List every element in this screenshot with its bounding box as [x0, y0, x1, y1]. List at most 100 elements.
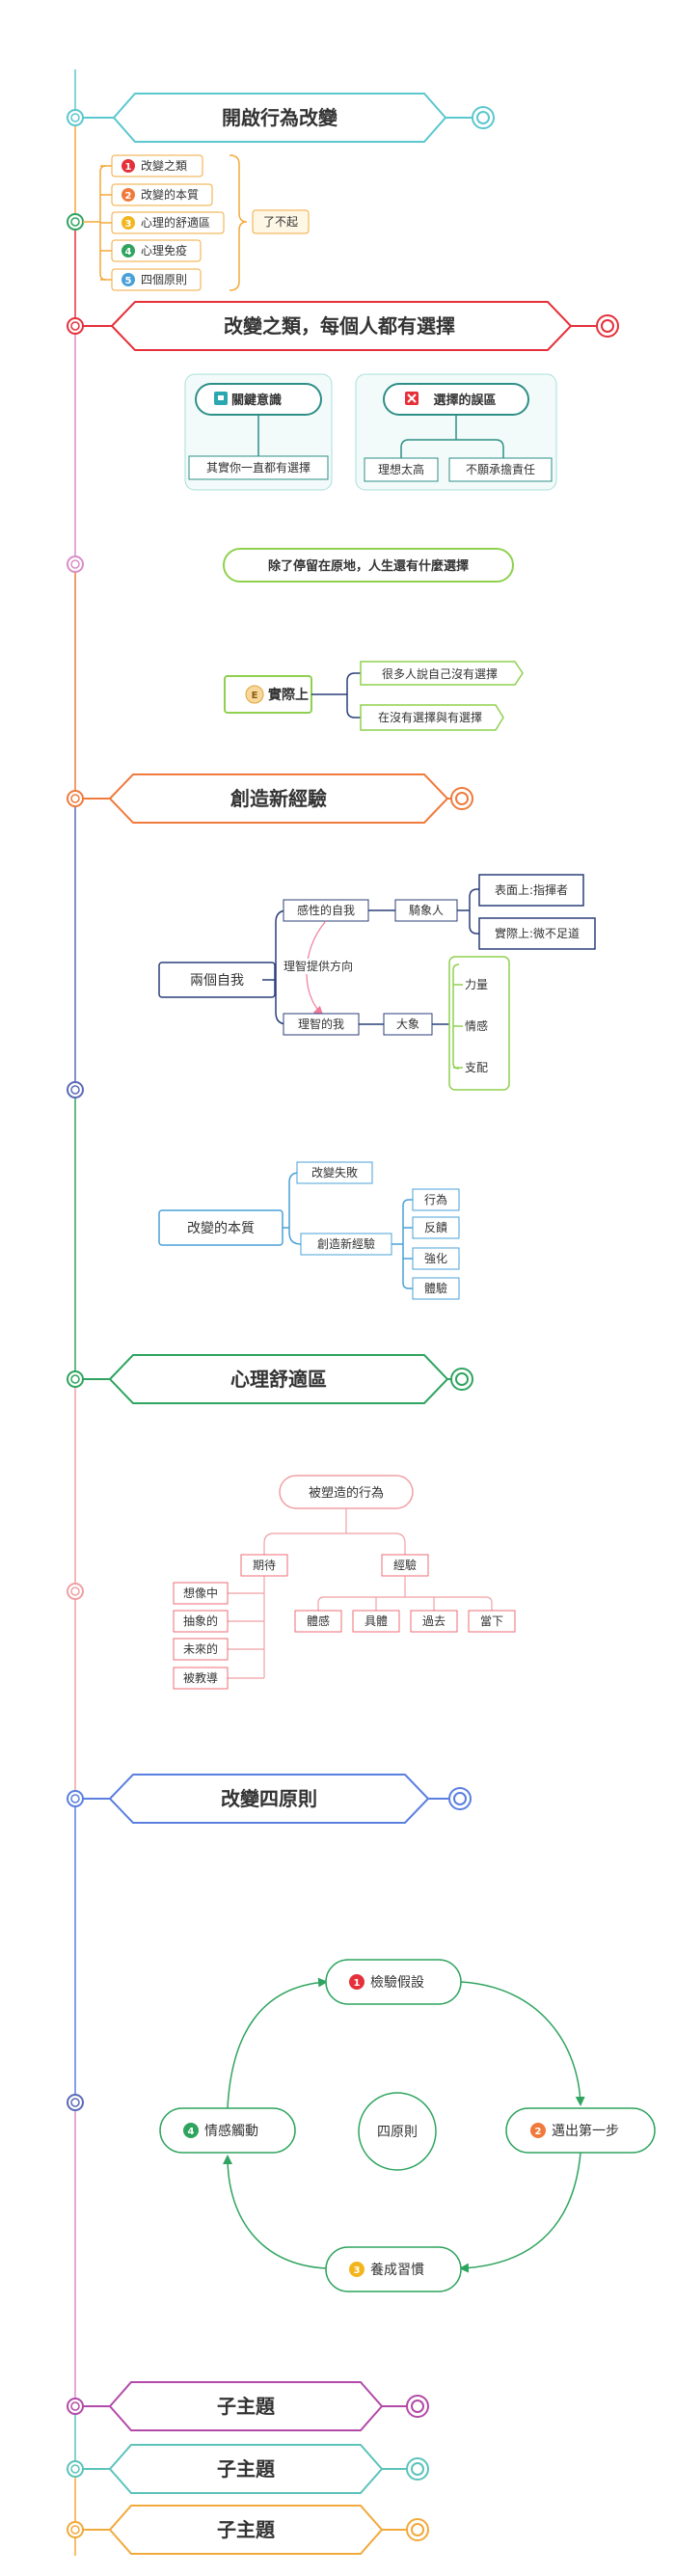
experience-sub[interactable]: 當下: [468, 1610, 516, 1633]
section-title-intro: 開啟行為改變: [222, 106, 338, 129]
svg-text:抽象的: 抽象的: [183, 1613, 218, 1628]
rational-self-node[interactable]: 理智的我: [283, 1013, 360, 1036]
timeline-dot: [67, 1370, 84, 1388]
create-new-sub[interactable]: 反饋: [412, 1216, 460, 1239]
expectation-node[interactable]: 期待: [240, 1554, 288, 1577]
section-header-comfort[interactable]: 心理舒適區: [83, 1354, 473, 1404]
number-1-icon: [122, 159, 135, 173]
section-title-choice: 改變之類，每個人都有選擇: [224, 314, 455, 338]
rider-node[interactable]: 騎象人: [394, 899, 458, 922]
number-2-icon: [122, 188, 135, 202]
key-awareness-sub: 其實你一直都有選擇: [206, 460, 310, 475]
expectation-sub[interactable]: 想像中: [173, 1582, 229, 1605]
number-4-icon: [183, 2123, 199, 2138]
svg-text:在沒有選擇與有選擇: 在沒有選擇與有選擇: [378, 710, 482, 724]
rider-sub[interactable]: 實際上:微不足道: [478, 917, 596, 950]
svg-text:理智提供方向: 理智提供方向: [284, 959, 353, 973]
elephant-subs: 力量 情感 支配: [448, 956, 510, 1091]
rider-sub[interactable]: 表面上:指揮者: [478, 874, 584, 907]
question-pill[interactable]: 除了停留在原地，人生還有什麼選擇: [223, 548, 514, 583]
svg-text:未來的: 未來的: [183, 1641, 218, 1656]
subtopic-header[interactable]: 子主題: [83, 2505, 429, 2555]
principle-step[interactable]: 1 檢驗假設: [325, 1959, 462, 2005]
emotional-self-node[interactable]: 感性的自我: [283, 899, 369, 922]
two-selves-node[interactable]: 兩個自我: [158, 962, 276, 998]
svg-text:很多人說自己沒有選擇: 很多人說自己沒有選擇: [382, 666, 498, 681]
shaped-behavior-node[interactable]: 被塑造的行為: [279, 1475, 414, 1509]
svg-text:1: 1: [354, 1978, 361, 1989]
svg-text:創造新經驗: 創造新經驗: [317, 1236, 375, 1251]
section-title-comfort: 心理舒適區: [230, 1368, 327, 1391]
svg-text:被教導: 被教導: [183, 1670, 218, 1685]
experience-sub[interactable]: 過去: [410, 1610, 458, 1633]
create-new-sub[interactable]: 強化: [412, 1247, 460, 1270]
principles-center[interactable]: 四原則: [358, 2092, 437, 2171]
subtopic-title: 子主題: [217, 2518, 276, 2541]
intro-item[interactable]: 3 心理的舒適區: [111, 211, 225, 234]
actually-sub[interactable]: 很多人說自己沒有選擇: [360, 661, 524, 686]
experience-sub[interactable]: 具體: [352, 1610, 400, 1633]
svg-text:反饋: 反饋: [424, 1220, 447, 1234]
svg-text:4: 4: [188, 2127, 195, 2137]
subtopic-header[interactable]: 子主題: [83, 2381, 429, 2431]
create-new-sub[interactable]: 行為: [412, 1188, 460, 1211]
section-header-intro[interactable]: 開啟行為改變: [83, 93, 495, 143]
question-text: 除了停留在原地，人生還有什麼選擇: [268, 558, 469, 574]
shaped-behavior-label: 被塑造的行為: [309, 1485, 384, 1501]
intro-item[interactable]: 1 改變之類: [111, 154, 203, 177]
intro-item-label: 改變之類: [141, 158, 187, 173]
summary-label: 了不起: [263, 215, 298, 229]
intro-item-label: 四個原則: [141, 273, 187, 286]
key-awareness-card: 關鍵意識 其實你一直都有選擇: [184, 373, 333, 491]
intro-item[interactable]: 5 四個原則: [111, 268, 202, 291]
subtopic-title: 子主題: [217, 2457, 276, 2481]
timeline-dot: [67, 1583, 84, 1600]
expectation-sub[interactable]: 被教導: [173, 1667, 229, 1690]
elephant-sub: 力量: [465, 978, 488, 991]
experience-sub[interactable]: 體感: [294, 1610, 342, 1633]
svg-text:3: 3: [354, 2265, 361, 2276]
svg-text:5: 5: [125, 276, 132, 286]
svg-text:感性的自我: 感性的自我: [297, 903, 355, 917]
experience-node[interactable]: 經驗: [381, 1554, 429, 1577]
svg-text:3: 3: [125, 219, 132, 230]
principle-step[interactable]: 3 養成習慣: [325, 2246, 462, 2292]
svg-text:經驗: 經驗: [393, 1559, 417, 1572]
subtopic-title: 子主題: [217, 2395, 276, 2418]
timeline-dot: [67, 2094, 84, 2111]
misconception-card: 選擇的誤區 理想太高 不願承擔責任: [355, 373, 557, 491]
principle-step[interactable]: 2 邁出第一步: [505, 2107, 656, 2154]
section-header-experience[interactable]: 創造新經驗: [83, 773, 473, 824]
timeline-dot: [67, 1081, 84, 1098]
svg-text:體感: 體感: [307, 1613, 330, 1628]
actually-sub[interactable]: 在沒有選擇與有選擇: [360, 704, 504, 731]
number-5-icon: [122, 273, 135, 286]
number-4-icon: [122, 244, 135, 258]
failure-node[interactable]: 改變失敗: [296, 1161, 373, 1184]
cycle-arrows: [223, 1977, 585, 2273]
create-new-sub[interactable]: 體驗: [412, 1277, 460, 1300]
expectation-sub[interactable]: 抽象的: [173, 1610, 229, 1633]
timeline-dot: [67, 1790, 84, 1807]
create-new-node[interactable]: 創造新經驗: [300, 1233, 392, 1256]
timeline-dot: [67, 2521, 84, 2538]
intro-item[interactable]: 4 心理免疫: [111, 239, 202, 262]
e-badge-icon: [245, 685, 264, 704]
essence-node[interactable]: 改變的本質: [158, 1209, 284, 1246]
principle-step[interactable]: 4 情感觸動: [159, 2107, 296, 2154]
actually-node[interactable]: E 實際上: [224, 675, 312, 714]
actually-title: 實際上: [268, 687, 309, 703]
intro-item[interactable]: 2 改變的本質: [111, 183, 213, 206]
section-header-principles[interactable]: 改變四原則: [83, 1774, 472, 1824]
section-header-choice[interactable]: 改變之類，每個人都有選擇: [83, 301, 619, 351]
svg-text:理智的我: 理智的我: [298, 1017, 344, 1031]
svg-text:1: 1: [125, 162, 132, 173]
subtopic-header[interactable]: 子主題: [83, 2444, 429, 2494]
intro-list: [83, 165, 112, 281]
elephant-node[interactable]: 大象: [383, 1013, 433, 1036]
timeline-dot: [67, 109, 84, 126]
expectation-sub[interactable]: 未來的: [173, 1638, 229, 1661]
intro-summary[interactable]: 了不起: [229, 154, 310, 291]
timeline-dot: [67, 2398, 84, 2415]
principle-step-label: 邁出第一步: [552, 2123, 619, 2139]
